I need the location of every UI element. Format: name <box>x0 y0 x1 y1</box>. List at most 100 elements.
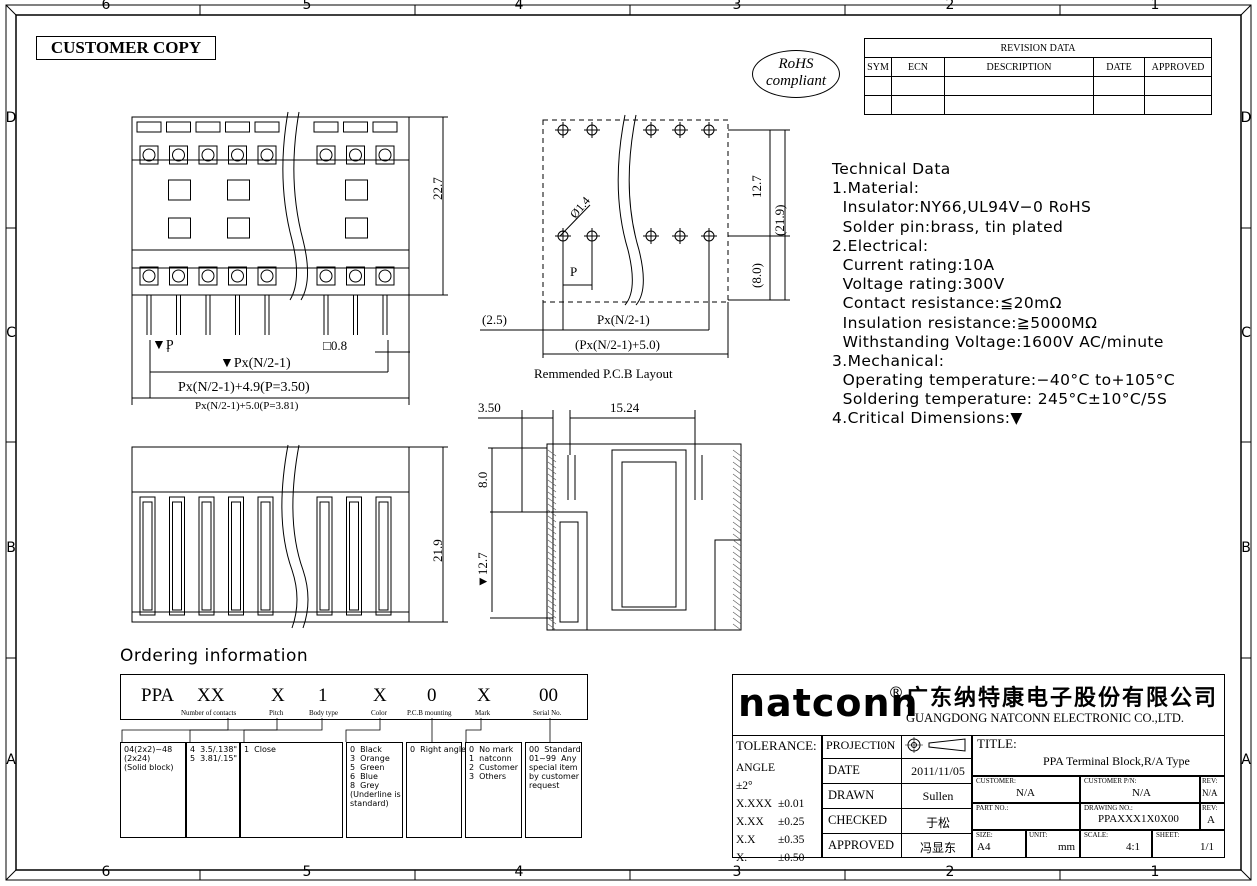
technical-line: 4.Critical Dimensions:▼ <box>832 409 1023 428</box>
hatch-line <box>547 455 557 463</box>
zone-label: 2 <box>945 0 955 13</box>
option-pitch: 4 3.5/.138" 5 3.81/.15" <box>186 742 240 838</box>
dim-side-127: ▼12.7 <box>475 552 490 588</box>
screw-box <box>139 266 159 286</box>
zone-label: C <box>1241 325 1251 341</box>
hatch-line <box>547 485 557 493</box>
zone-label: 6 <box>101 0 111 13</box>
dim-pcb-80: (8.0) <box>749 263 764 288</box>
rev-col-ecn: ECN <box>891 57 945 77</box>
dim-side-350: 3.50 <box>478 400 501 415</box>
hatch-line <box>547 503 557 511</box>
back-view <box>131 444 448 629</box>
code-pcb: 0 <box>427 685 437 706</box>
screw-box <box>228 145 247 165</box>
dim-pcb-127: 12.7 <box>749 175 764 198</box>
hatch-line <box>547 509 557 517</box>
screw-box <box>169 145 188 165</box>
code-serial: 00 <box>539 685 558 706</box>
approval-value: 冯显东 <box>919 841 956 855</box>
hatch-line <box>547 521 557 529</box>
hatch-line <box>732 581 742 589</box>
rohs-text: RoHS <box>778 56 814 72</box>
dim-front-height: 22.7 <box>430 177 445 200</box>
tolerance-row: X.±0.50 <box>736 852 805 864</box>
dim-side-1524: 15.24 <box>610 400 640 415</box>
ordering-leaders <box>121 718 551 742</box>
approval-label: DRAWN <box>828 788 875 802</box>
rohs-compliant-text: compliant <box>766 73 826 89</box>
option-mark: 0 No mark 1 natconn 2 Customer 3 Others <box>465 742 522 838</box>
hatch-line <box>547 539 557 547</box>
company-logo: natconn <box>738 681 919 725</box>
technical-line: Insulator:NY66,UL94V−0 RoHS <box>832 198 1092 217</box>
tolerance-row: X.X±0.35 <box>736 834 805 846</box>
window <box>227 179 250 201</box>
hatch-line <box>732 485 742 493</box>
zone-label: 4 <box>514 864 524 880</box>
slot-inner <box>201 501 212 611</box>
pcb-caption: Remmended P.C.B Layout <box>534 366 673 381</box>
screw-box <box>198 145 218 165</box>
projection-label: PROJECTI0N <box>826 738 896 752</box>
technical-line: 1.Material: <box>832 179 920 198</box>
hatch-line <box>732 575 742 583</box>
revision-title: REVISION DATA <box>864 38 1212 58</box>
hatch-line <box>732 617 742 625</box>
title-cell <box>972 735 1225 776</box>
size-value: A4 <box>977 841 991 853</box>
zone-label: 6 <box>101 864 111 880</box>
window <box>168 179 191 201</box>
revision-table: REVISION DATA SYM ECN DESCRIPTION DATE A… <box>864 38 1212 115</box>
screw-box <box>375 266 395 286</box>
side-view <box>478 410 742 631</box>
approval-block <box>822 735 972 858</box>
terminal-tab <box>136 121 162 133</box>
hatch-line <box>547 515 557 523</box>
window <box>345 179 368 201</box>
hatch-line <box>732 611 742 619</box>
company-name-cn: 广东纳特康电子股份有限公司 <box>906 686 1219 711</box>
drawing-no-label: DRAWING NO.: <box>1084 804 1133 812</box>
hatch-line <box>547 599 557 607</box>
hatch-line <box>732 473 742 481</box>
hatch-line <box>547 497 557 505</box>
slot-inner <box>142 501 153 611</box>
dim-pcb-25: (2.5) <box>482 312 507 327</box>
ordering-code-box: PPA XX X 1 X 0 X 00 Number of contacts P… <box>120 674 588 720</box>
code-pitch: X <box>271 685 285 706</box>
hatch-line <box>732 599 742 607</box>
hatch-line <box>732 527 742 535</box>
terminal-tab <box>166 121 191 133</box>
screw-icon <box>319 269 333 283</box>
rev-label-2: REV: <box>1202 804 1218 812</box>
slot-inner <box>260 501 271 611</box>
projection-symbol-icon <box>905 737 966 753</box>
hatch-line <box>732 491 742 499</box>
approval-label: APPROVED <box>828 838 894 852</box>
terminal-tab <box>343 121 368 133</box>
option-color: 0 Black 3 Orange 5 Green 6 Blue 8 Grey (… <box>346 742 403 838</box>
technical-line: Withstanding Voltage:1600V AC/minute <box>832 332 1164 351</box>
window <box>345 217 368 239</box>
label-serial: Serial No. <box>533 709 562 717</box>
screw-icon <box>231 269 244 283</box>
screw-icon <box>260 148 274 162</box>
hatch-line <box>732 455 742 463</box>
dim-px: ▼Px(N/2-1) <box>220 356 291 371</box>
zone-label: 3 <box>732 0 742 13</box>
slot-inner <box>378 501 389 611</box>
size-label: SIZE: <box>976 831 993 839</box>
hatch-line <box>732 461 742 469</box>
approval-value: 于松 <box>925 816 950 830</box>
tolerance-block <box>732 735 822 858</box>
screw-box <box>169 266 188 286</box>
window <box>168 217 191 239</box>
zone-label: 4 <box>514 0 524 13</box>
terminal-tab <box>254 121 280 133</box>
customer-value: N/A <box>1016 787 1035 799</box>
screw-icon <box>231 148 244 162</box>
rev-value-1: N/A <box>1202 788 1218 798</box>
code-series: PPA <box>141 685 175 706</box>
hatch-line <box>732 593 742 601</box>
